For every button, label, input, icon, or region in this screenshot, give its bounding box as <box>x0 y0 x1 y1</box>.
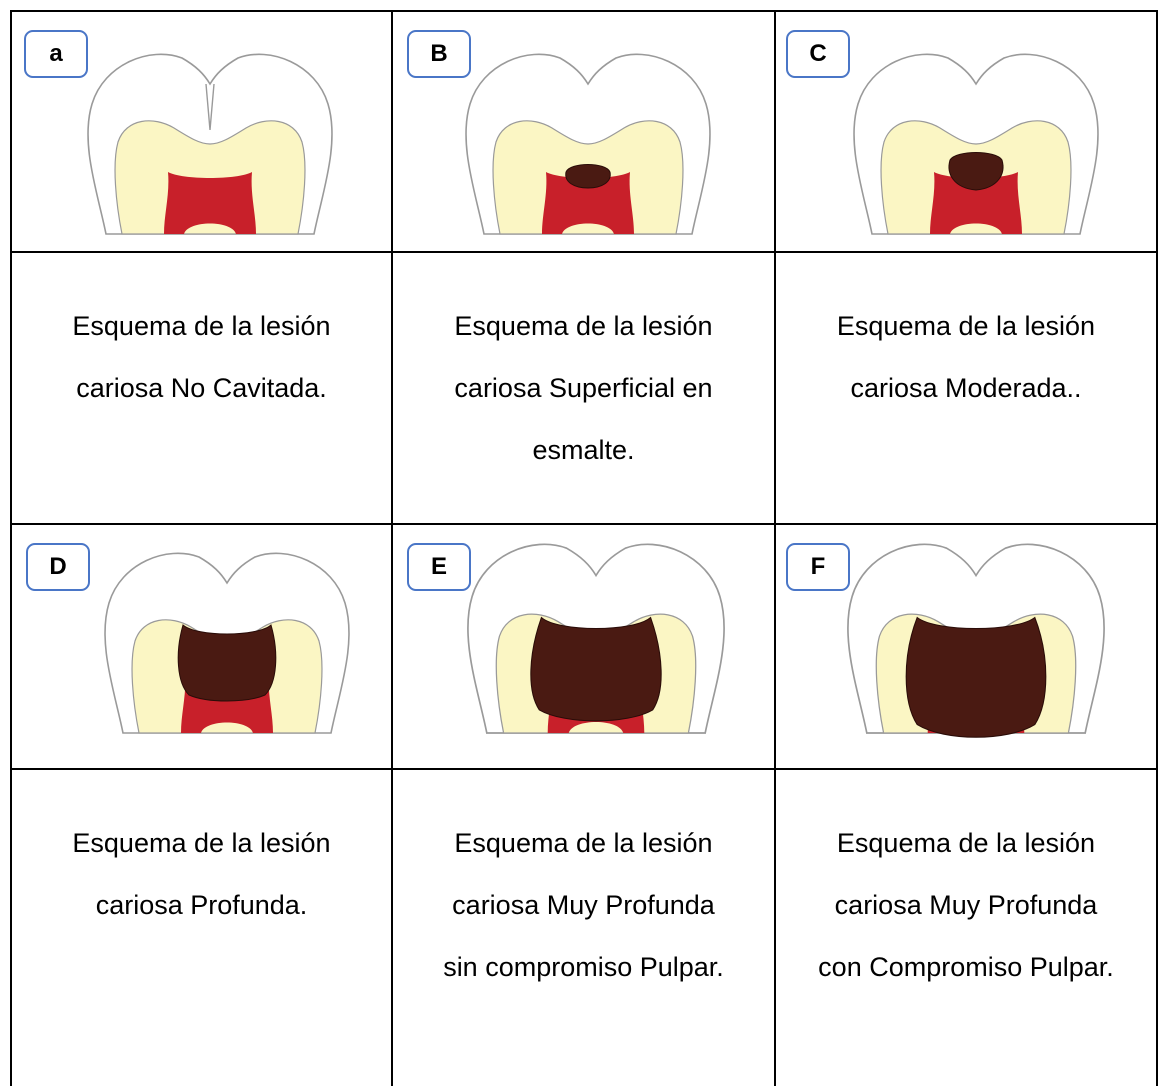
caption-line: cariosa Muy Profunda <box>452 890 715 920</box>
table-rule-col1 <box>391 10 393 1086</box>
caption-b: Esquema de la lesión cariosa Superficial… <box>393 295 774 481</box>
tooth-diagram-muy-profunda <box>467 543 725 734</box>
occlusal-fissure <box>205 83 215 131</box>
caption-line: cariosa Moderada.. <box>850 373 1082 403</box>
tooth-diagram-superficial <box>465 53 711 235</box>
tooth-diagram-no-cavitada <box>87 53 333 235</box>
tooth-cell-e: E <box>393 525 774 768</box>
tooth-diagram-moderada <box>853 53 1099 235</box>
caption-line: Esquema de la lesión <box>454 828 713 858</box>
table-rule-row2 <box>10 523 1158 525</box>
tooth-group <box>465 53 711 235</box>
pulp-chamber <box>164 172 256 234</box>
caries-lesion <box>948 152 1004 191</box>
table-rule-col2 <box>774 10 776 1086</box>
caption-line: Esquema de la lesión <box>836 828 1096 858</box>
caries-lesion <box>530 616 662 722</box>
tooth-diagram-profunda <box>104 552 350 734</box>
tooth-cell-f: F <box>776 525 1156 768</box>
caption-line: cariosa No Cavitada. <box>76 373 327 403</box>
label-badge-e: E <box>407 543 471 591</box>
tooth-group <box>467 543 725 734</box>
caries-lesion <box>905 616 1047 738</box>
caption-a: Esquema de la lesión cariosa No Cavitada… <box>12 295 391 419</box>
tooth-cell-a: a <box>12 12 391 251</box>
tooth-group <box>104 552 350 734</box>
label-badge-a: a <box>24 30 88 78</box>
dentin <box>114 120 306 235</box>
tooth-group <box>847 543 1105 738</box>
caption-line: Esquema de la lesión <box>836 311 1096 341</box>
caption-line: Esquema de la lesión <box>72 828 331 858</box>
caption-line: cariosa Muy Profunda <box>834 890 1098 920</box>
table-border-top <box>10 10 1158 12</box>
tooth-cell-b: B <box>393 12 774 251</box>
caries-lesion <box>177 624 277 702</box>
tooth-group <box>87 53 333 235</box>
tooth-cell-c: C <box>776 12 1156 251</box>
label-badge-b: B <box>407 30 471 78</box>
caries-lesion <box>565 164 611 189</box>
caption-line: Esquema de la lesión <box>454 311 713 341</box>
label-badge-c: C <box>786 30 850 78</box>
pulp-chamber <box>542 172 634 234</box>
tooth-diagram-compromiso-pulpar <box>847 543 1105 738</box>
caption-c: Esquema de la lesión cariosa Moderada.. <box>776 295 1156 419</box>
label-badge-d: D <box>26 543 90 591</box>
caption-line: cariosa Profunda. <box>95 890 308 920</box>
table-rule-row3 <box>10 768 1158 770</box>
table-border-right <box>1156 10 1158 1086</box>
table-border-left <box>10 10 12 1086</box>
caption-line: cariosa Superficial en <box>454 373 713 403</box>
caption-line: con Compromiso Pulpar. <box>818 952 1114 982</box>
caption-e: Esquema de la lesión cariosa Muy Profund… <box>393 812 774 998</box>
tooth-cell-d: D <box>12 525 391 768</box>
caption-line: Esquema de la lesión <box>72 311 331 341</box>
table-rule-row1 <box>10 251 1158 253</box>
caption-f: Esquema de la lesión cariosa Muy Profund… <box>776 812 1156 998</box>
caption-line: esmalte. <box>532 435 635 465</box>
pulp-chamber <box>930 172 1022 234</box>
caption-line: sin compromiso Pulpar. <box>443 952 724 982</box>
caption-d: Esquema de la lesión cariosa Profunda. <box>12 812 391 936</box>
label-badge-f: F <box>786 543 850 591</box>
tooth-group <box>853 53 1099 235</box>
